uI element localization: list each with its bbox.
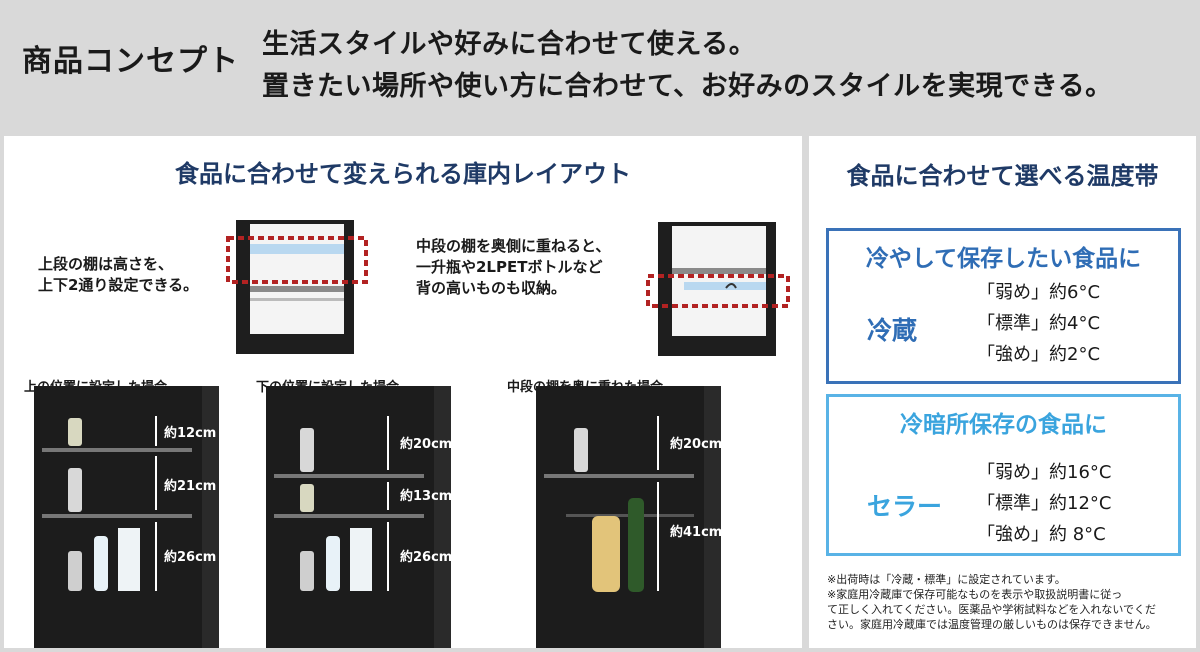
can-icon [574,428,588,472]
concept-line-1: 生活スタイルや好みに合わせて使える。 [262,29,757,60]
height-label: 約12cm [164,425,216,441]
cabinet-config-stacked: 約20cm 約41cm [536,386,721,648]
cabinet-interior [250,224,344,334]
can-icon [300,428,314,472]
shelf [672,268,766,274]
layout-section-title: 食品に合わせて変えられる庫内レイアウト [175,160,631,188]
pet-bottle-icon [592,516,620,592]
shelf [250,286,344,292]
upper-shelf-note-line: 上下2通り設定できる。 [38,276,199,294]
fridge-temp-list: 「弱め」約6°C 「標準」約4°C 「強め」約2°C [977,277,1100,370]
highlight-frame [226,236,368,284]
upper-shelf-note: 上段の棚は高さを、 上下2通り設定できる。 [38,254,198,296]
temp-setting: 「弱め」約6°C [977,282,1101,303]
temp-setting: 「標準」約4°C [977,313,1101,334]
shelf [274,514,424,518]
height-label: 約26cm [164,549,216,565]
fridge-mode-label: 冷蔵 [867,316,918,345]
cabinet-illustration-middle-shelf [646,222,790,356]
middle-shelf-note-line: 背の高いものも収納。 [416,279,567,297]
milk-carton-icon [350,528,372,591]
concept-line-2: 置きたい場所や使い方に合わせて、お好みのスタイルを実現できる。 [262,71,1113,102]
footnote-line: ※家庭用冷蔵庫で保存可能なものを表示や取扱説明書に従っ [827,588,1123,601]
rotate-arrow-icon [725,283,737,289]
fridge-mode-box: 冷やして保存したい食品に 冷蔵 「弱め」約6°C 「標準」約4°C 「強め」約2… [826,228,1181,384]
height-label: 約20cm [670,436,721,452]
header: 商品コンセプト 生活スタイルや好みに合わせて使える。 置きたい場所や使い方に合わ… [0,0,1200,132]
height-label: 約13cm [400,488,451,504]
footnote-line: さい。家庭用冷蔵庫では温度管理の厳しいものは保存できません。 [827,618,1157,631]
upper-shelf-note-line: 上段の棚は高さを、 [38,255,174,273]
fridge-mode-heading: 冷やして保存したい食品に [865,246,1142,272]
shelf [42,514,192,518]
shelf-rail [250,298,344,301]
footnote-line: て正しく入れてください。医薬品や学術試料などを入れないでくだ [827,603,1157,616]
temp-setting: 「強め」約 8°C [977,524,1106,545]
height-label: 約41cm [670,524,721,540]
cellar-mode-heading: 冷暗所保存の食品に [900,412,1107,438]
can-icon [68,551,82,591]
can-icon [300,484,314,512]
can-icon [300,551,314,591]
milk-carton-icon [118,528,140,591]
middle-shelf-note-line: 一升瓶や2LPETボトルなど [416,258,603,276]
bottle-icon [94,536,108,591]
temp-setting: 「標準」約12°C [977,493,1112,514]
footnotes: ※出荷時は「冷蔵・標準」に設定されています。 ※家庭用冷蔵庫で保存可能なものを表… [827,572,1157,632]
footnote-line: ※出荷時は「冷蔵・標準」に設定されています。 [827,573,1066,586]
cabinet-config-upper: 約12cm 約21cm 約26cm [34,386,219,648]
cellar-mode-label: セラー [867,492,943,521]
header-title: 商品コンセプト [22,44,239,79]
cabinet-illustration-upper-shelf [226,220,368,354]
cabinet-door [434,386,451,648]
temperature-panel: 食品に合わせて選べる温度帯 冷やして保存したい食品に 冷蔵 「弱め」約6°C 「… [809,136,1196,648]
layout-panel: 食品に合わせて変えられる庫内レイアウト 上段の棚は高さを、 上下2通り設定できる… [4,136,802,648]
cabinet-door [704,386,721,648]
height-label: 約21cm [164,478,216,494]
cellar-mode-box: 冷暗所保存の食品に セラー 「弱め」約16°C 「標準」約12°C 「強め」約 … [826,394,1181,556]
shelf [42,448,192,452]
temperature-section-title: 食品に合わせて選べる温度帯 [846,162,1159,190]
shelf-glass [250,244,344,254]
middle-shelf-note-line: 中段の棚を奥側に重ねると、 [416,237,611,255]
height-label: 約26cm [400,549,451,565]
temp-setting: 「弱め」約16°C [977,462,1112,483]
cabinet-interior [672,226,766,336]
shelf-glass [684,282,766,290]
middle-shelf-note: 中段の棚を奥側に重ねると、 一升瓶や2LPETボトルなど 背の高いものも収納。 [416,236,610,299]
bottle-icon [326,536,340,591]
shelf [544,474,694,478]
can-icon [68,468,82,512]
cabinet-config-lower: 約20cm 約13cm 約26cm [266,386,451,648]
highlight-frame [646,274,790,308]
temp-setting: 「強め」約2°C [977,344,1101,365]
cabinet-door [202,386,219,648]
height-label: 約20cm [400,436,451,452]
sake-bottle-icon [628,498,644,592]
shelf [274,474,424,478]
cellar-temp-list: 「弱め」約16°C 「標準」約12°C 「強め」約 8°C [977,457,1111,550]
can-icon [68,418,82,446]
